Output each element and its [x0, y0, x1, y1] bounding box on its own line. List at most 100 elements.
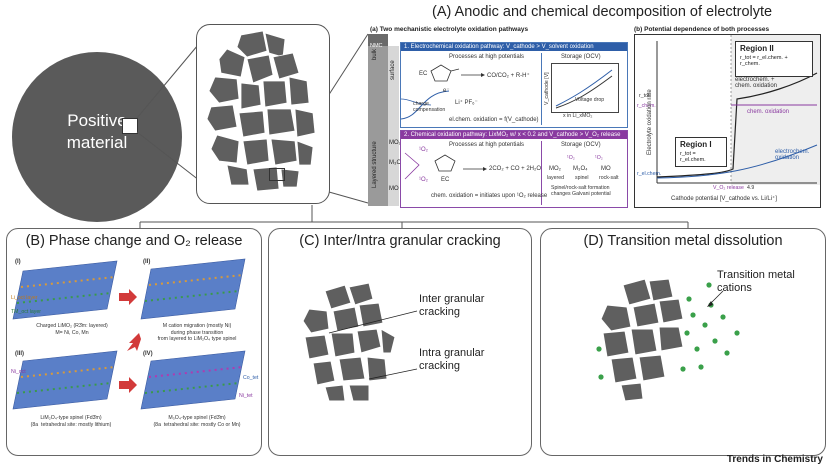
arrow-diag: [127, 333, 141, 351]
region1-box: Region I r_tot = r_el.chem.: [675, 137, 727, 167]
panel-b: (B) Phase change and O₂ release (I) (II)…: [6, 228, 262, 456]
v-o2-label: V_O₂ release: [713, 185, 744, 191]
panel-a-left-title: (a) Two mechanistic electrolyte oxidatio…: [370, 26, 529, 33]
crystal-structures: [12, 258, 246, 410]
layered-label-storage: layered: [547, 175, 565, 181]
electrochemical-pathway-box: 1. Electrochemical oxidation pathway: V_…: [400, 42, 628, 128]
dissolving-particle: [596, 278, 740, 402]
processes-high-2: Processes at high potentials: [449, 142, 525, 148]
cracked-particle: [302, 282, 418, 402]
electron-label: e⁻: [443, 88, 450, 94]
surface-label: surface: [390, 60, 396, 80]
voltage-drop: Voltage drop: [575, 97, 605, 103]
processes-high-1: Processes at high potentials: [449, 54, 525, 60]
panel-a-right-title: (b) Potential dependence of both process…: [634, 26, 770, 33]
elchem-equation: el.chem. oxidation = f(V_cathode): [449, 117, 539, 123]
inter-cracking-label: Inter granular cracking: [419, 293, 485, 318]
panel-b-title: (B) Phase change and O₂ release: [25, 233, 243, 249]
products-2: 2CO₂ + CO + 2H₂O: [489, 166, 542, 172]
bulk-label: bulk: [372, 48, 378, 60]
footer-brand: Trends in Chemistry: [726, 454, 823, 465]
arrow-right-1: [119, 289, 137, 305]
label-ii: (II): [143, 259, 151, 265]
storage-ocv-1: Storage (OCV): [561, 54, 601, 60]
li-layer-label: Li_oct layer: [11, 295, 38, 301]
divider-2: [541, 141, 542, 205]
region2-equation: r_tot = r_el.chem. + r_chem.: [740, 55, 788, 67]
rate-axis: Electrolyte oxidation rate: [647, 89, 653, 155]
mo2-side-label: MO₂: [389, 140, 401, 146]
ec-label-2: EC: [441, 177, 450, 183]
tm-cations-label: Transition metal cations: [717, 269, 795, 294]
crystal-iii: [12, 350, 118, 410]
singlet-o-4: ¹O₂: [595, 155, 603, 161]
x-axis-ocv: x in Li_xMO₂: [563, 113, 593, 119]
label-iii: (III): [15, 351, 24, 357]
particle-cluster: [206, 30, 316, 192]
label-sum: electrochem. + chem. oxidation: [735, 77, 778, 89]
mo-storage: MO: [601, 166, 611, 172]
particle-zoom-panel: [196, 24, 330, 204]
crystal-ii: [140, 258, 246, 320]
chemical-title: 2. Chemical oxidation pathway: LixMO₂ w/…: [401, 131, 627, 139]
tm-cations: [596, 282, 740, 380]
panel-c-title: (C) Inter/Intra granular cracking: [299, 233, 501, 249]
ni-oct-label: Ni_oct: [11, 369, 26, 375]
storage-ocv-2: Storage (OCV): [561, 142, 601, 148]
crystal-i: [12, 260, 118, 320]
label-iv: (IV): [143, 351, 153, 357]
m3o4-storage: M₃O₄: [573, 166, 588, 172]
potential-plot: Region II r_tot = r_el.chem. + r_chem. R…: [634, 34, 821, 208]
ec-molecule-2: [404, 152, 487, 180]
main-title: (A) Anodic and chemical decomposition of…: [432, 4, 773, 20]
electrochemical-title: 1. Electrochemical oxidation pathway: V_…: [401, 43, 627, 51]
ec-molecule-1: [401, 64, 485, 120]
mo2-storage: MO₂: [549, 166, 561, 172]
panel-d-title: (D) Transition metal dissolution: [583, 233, 783, 249]
region1-label: Region I: [680, 140, 712, 149]
layered-label: Layered structure: [372, 141, 378, 188]
rocksalt-label-storage: rock-salt: [599, 175, 619, 181]
singlet-o-2: ¹O₂: [419, 177, 428, 183]
ni-tet-label: Ni_tet: [239, 393, 253, 399]
positive-material-label: Positive material: [66, 111, 128, 152]
intra-cracking-label: Intra granular cracking: [419, 347, 485, 372]
rchem-label: r_chem.: [637, 103, 656, 109]
caption-iii: LiM₂O₄-type spinel (Fd3̄m) (8a tetrahedr…: [30, 415, 112, 428]
nmc-column: [368, 34, 388, 206]
region2-box: Region II r_tot = r_el.chem. + r_chem.: [735, 41, 813, 77]
label-elchem: electrochem. oxidation: [775, 149, 810, 161]
ocv-curves: [555, 69, 613, 109]
li-pf6-label: Li⁺ PF₆⁻: [455, 100, 478, 106]
ec-label-1: EC: [419, 71, 428, 77]
spinel-note: Spinel/rock-salt formation changes Galva…: [551, 185, 611, 197]
nmc-label: NMC: [370, 43, 383, 49]
zoom-box-particle: [269, 168, 285, 181]
m3o4-side-label: M₃O₄: [389, 160, 404, 166]
panel-d: (D) Transition metal dissolution: [540, 228, 826, 456]
co-tet-label: Co_tet: [243, 375, 259, 381]
relchem-label: r_el.chem.: [637, 171, 662, 177]
rtot-label: r_tot: [639, 93, 650, 99]
crystal-iv: [140, 350, 246, 410]
v-cathode-axis: V_cathode [V]: [544, 72, 550, 105]
mo-side-label: MO: [389, 186, 399, 192]
caption-iv: M₃O₄-type spinel (Fd3̄m) (8a tetrahedral…: [153, 415, 241, 428]
label-i: (I): [15, 259, 21, 265]
nmc-header: NMC: [368, 34, 388, 49]
singlet-o-3: ¹O₂: [567, 155, 575, 161]
arrow-right-2: [119, 377, 137, 393]
v-value-label: 4.9: [747, 185, 755, 191]
caption-ii: M cation migration (mostly Ni) during ph…: [157, 323, 237, 342]
divider-1: [541, 53, 542, 125]
tm-layer-label: TM_oct layer: [11, 309, 41, 315]
caption-i: Charged LiMO₂ (R3̄m: layered) M= Ni, Co,…: [36, 323, 108, 336]
potential-axis: Cathode potential [V_cathode vs. Li/Li⁺]: [671, 196, 777, 202]
rate-curves: [656, 35, 818, 184]
positive-material-circle: Positive material: [12, 52, 182, 222]
chem-equation: chem. oxidation = initiates upon ¹O₂ rel…: [431, 193, 548, 199]
region2-label: Region II: [740, 44, 774, 53]
panel-c: (C) Inter/Intra granular cracking Inter …: [268, 228, 532, 456]
chemical-pathway-box: 2. Chemical oxidation pathway: LixMO₂ w/…: [400, 130, 628, 208]
ocv-plot-1: [551, 63, 619, 113]
